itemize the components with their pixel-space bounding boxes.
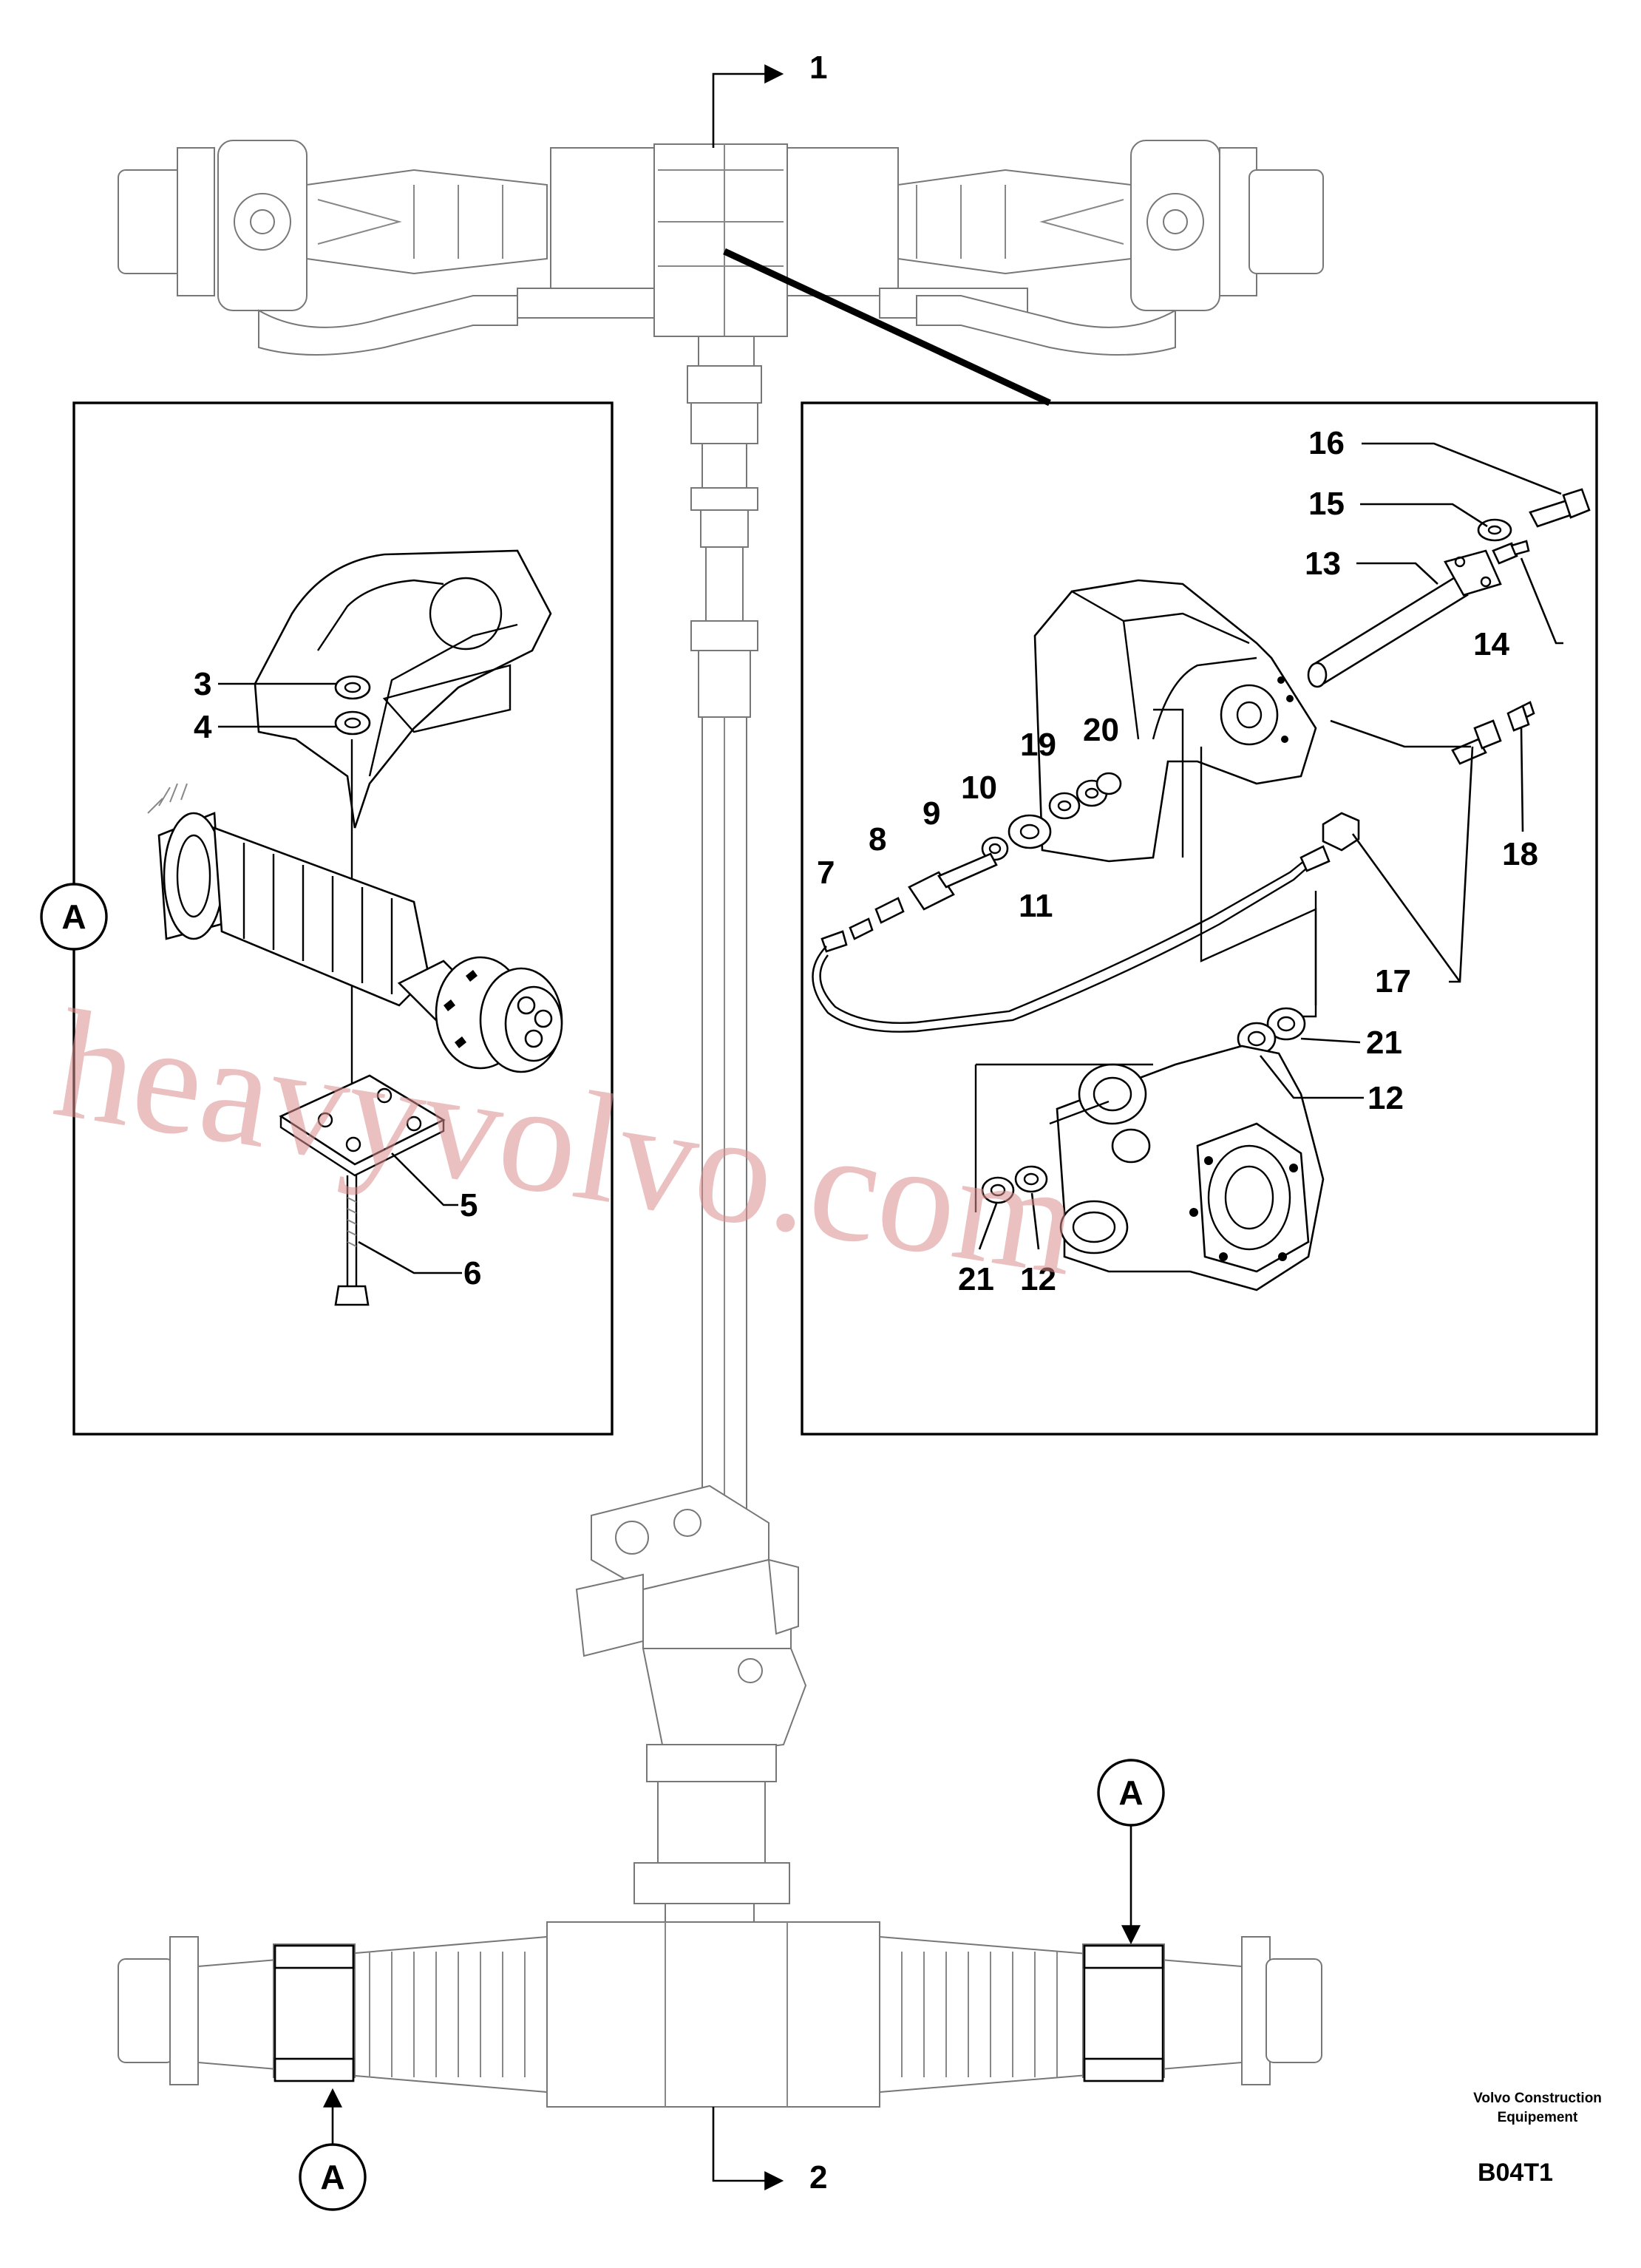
valve-block-drawing: [575, 1484, 807, 1963]
callout-13: 13: [1305, 546, 1341, 582]
leader-15: [1360, 503, 1488, 528]
drawing-code: B04T1: [1478, 2159, 1553, 2187]
leader-17b: [1330, 719, 1471, 748]
callout-2: 2: [809, 2159, 827, 2196]
callout-21-upper: 21: [1366, 1025, 1402, 1061]
view-a-marker-left: A: [40, 883, 108, 951]
svg-text:A: A: [320, 2158, 344, 2196]
leader-14: [1520, 557, 1563, 645]
svg-text:A: A: [61, 897, 86, 936]
right-detail-box: [801, 401, 1598, 1436]
callout-1-arrow: [712, 64, 784, 148]
leader-16: [1362, 442, 1562, 495]
rear-axle-drawing: [118, 1921, 1322, 2108]
view-a-marker-right: A: [1097, 1759, 1165, 1827]
leader-12-lower: [1030, 1192, 1040, 1250]
callout-16: 16: [1308, 425, 1345, 461]
right-detail-drawing: [812, 488, 1591, 1291]
callout-12-upper: 12: [1368, 1080, 1404, 1116]
callout-14: 14: [1473, 626, 1509, 662]
callout-15: 15: [1308, 486, 1345, 522]
callout-21-lower: 21: [958, 1261, 994, 1297]
callout-7: 7: [817, 855, 835, 891]
svg-text:A: A: [1118, 1773, 1143, 1812]
callout-1: 1: [809, 50, 827, 86]
callout-2-arrow: [712, 2107, 784, 2190]
detail-leader-line: [723, 248, 1051, 407]
leader-21-lower: [978, 1203, 998, 1250]
callout-20: 20: [1083, 712, 1119, 748]
callout-11: 11: [1019, 888, 1053, 924]
drive-shaft: [690, 487, 758, 1531]
callout-6: 6: [463, 1255, 481, 1291]
front-axle-drawing: [118, 140, 1324, 489]
left-detail-drawing: [147, 549, 563, 1306]
footer-company: Volvo Construction: [1473, 2091, 1602, 2106]
callout-12-lower: 12: [1020, 1261, 1056, 1297]
callout-18: 18: [1502, 836, 1538, 872]
leader-6: [358, 1240, 462, 1274]
leader-12-upper: [1259, 1055, 1364, 1099]
callout-17: 17: [1375, 963, 1411, 999]
callout-3: 3: [194, 666, 211, 702]
leader-17: [1351, 746, 1474, 983]
callout-4: 4: [194, 709, 212, 745]
watermark: heavyvolvo.com: [44, 977, 1089, 1308]
footer-company-2: Equipement: [1498, 2110, 1578, 2125]
leader-18: [1520, 727, 1524, 832]
leader-13: [1356, 562, 1438, 585]
callout-9: 9: [923, 795, 940, 832]
callout-10: 10: [961, 770, 997, 806]
view-a-marker-bottom-left: A: [299, 2143, 367, 2211]
callout-5: 5: [460, 1187, 478, 1223]
leader-21-upper: [1300, 1037, 1361, 1044]
callout-19: 19: [1020, 727, 1056, 763]
callout-8: 8: [869, 821, 886, 858]
leader-5: [391, 1152, 458, 1206]
